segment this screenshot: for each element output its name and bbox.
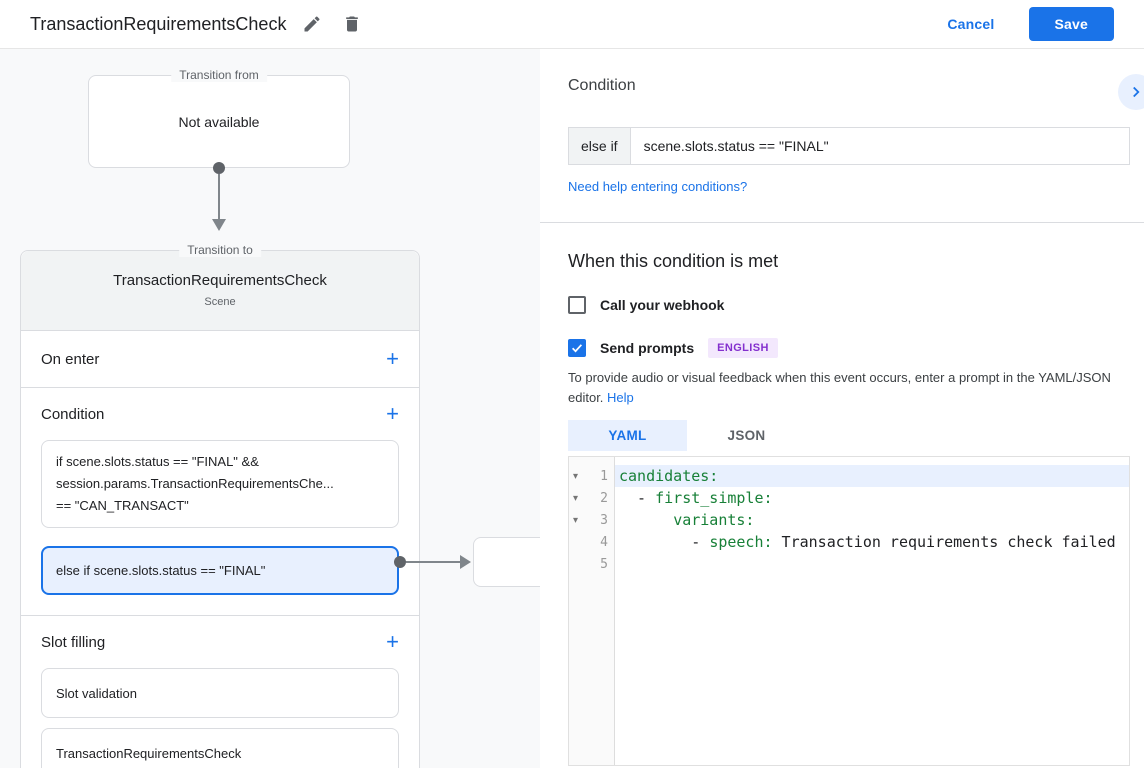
transition-target-box[interactable]: [473, 537, 540, 587]
condition-expression-row: else if: [568, 127, 1130, 165]
slot-filling-section: Slot filling + Slot validation Transacti…: [21, 616, 419, 768]
editor-code[interactable]: candidates: - first_simple: variants: - …: [615, 457, 1129, 765]
code-line[interactable]: - speech: Transaction requirements check…: [615, 531, 1129, 553]
tab-yaml[interactable]: YAML: [568, 420, 687, 451]
topbar-actions: Cancel Save: [947, 7, 1114, 41]
code-token: first_simple:: [655, 489, 773, 507]
code-token: -: [619, 489, 656, 507]
transition-to-label: Transition to: [179, 243, 261, 257]
slot-item-validation[interactable]: Slot validation: [41, 668, 399, 718]
slot-filling-title: Slot filling: [41, 633, 106, 651]
code-line[interactable]: variants:: [615, 509, 1129, 531]
code-token: speech:: [709, 533, 773, 551]
code-line[interactable]: candidates:: [615, 465, 1129, 487]
edit-scene-button[interactable]: [298, 10, 326, 38]
condition-title: Condition: [41, 405, 105, 423]
help-link[interactable]: Help: [607, 390, 634, 405]
fold-arrow-icon[interactable]: ▾: [573, 492, 579, 504]
save-button[interactable]: Save: [1028, 7, 1114, 41]
slot-item-transaction-check[interactable]: TransactionRequirementsCheck: [41, 728, 399, 768]
send-prompts-checkbox[interactable]: [568, 339, 586, 357]
scene-card-title: TransactionRequirementsCheck: [113, 272, 327, 289]
transition-from-label: Transition from: [171, 68, 267, 82]
code-token: candidates:: [619, 467, 719, 485]
editor-tabs: YAML JSON: [568, 420, 1130, 451]
add-on-enter-icon[interactable]: +: [386, 346, 399, 371]
collapse-panel-button[interactable]: [1118, 74, 1144, 110]
slot-item-label: TransactionRequirementsCheck: [56, 745, 242, 761]
condition-section: Condition + if scene.slots.status == "FI…: [21, 388, 419, 616]
send-prompts-label: Send prompts: [600, 340, 695, 356]
cancel-button[interactable]: Cancel: [947, 16, 995, 32]
fold-arrow-icon[interactable]: ▾: [573, 470, 579, 482]
call-webhook-checkbox[interactable]: [568, 296, 586, 314]
add-condition-icon[interactable]: +: [386, 401, 399, 426]
chevron-right-icon: [1133, 86, 1140, 98]
condition-item-2-line: else if scene.slots.status == "FINAL": [56, 562, 266, 578]
code-line[interactable]: - first_simple:: [615, 487, 1129, 509]
code-token: [619, 511, 673, 529]
code-token: -: [619, 533, 710, 551]
section-divider: [540, 222, 1144, 223]
conditions-help-link[interactable]: Need help entering conditions?: [568, 179, 748, 194]
page-title: TransactionRequirementsCheck: [30, 13, 287, 34]
slot-filling-header: Slot filling +: [41, 616, 399, 668]
condition-section-header: Condition +: [41, 388, 399, 440]
on-enter-title: On enter: [41, 350, 100, 368]
fold-arrow-icon[interactable]: ▾: [573, 514, 579, 526]
gutter-line: 4: [569, 531, 614, 553]
condition-item-1[interactable]: if scene.slots.status == "FINAL" && sess…: [41, 440, 399, 528]
condition-item-1-line: == "CAN_TRANSACT": [56, 498, 189, 513]
send-prompts-row: Send prompts ENGLISH: [568, 338, 1130, 358]
add-slot-icon[interactable]: +: [386, 629, 399, 654]
condition-item-2-selected[interactable]: else if scene.slots.status == "FINAL": [41, 546, 399, 595]
language-badge: ENGLISH: [708, 338, 778, 358]
condition-item-1-line: if scene.slots.status == "FINAL" &&: [56, 454, 259, 469]
gutter-line: ▾2: [569, 487, 614, 509]
topbar-left: TransactionRequirementsCheck: [30, 10, 366, 38]
line-number: 5: [600, 556, 608, 572]
webhook-row: Call your webhook: [568, 296, 1130, 314]
transition-from-content: Not available: [178, 113, 260, 130]
flow-canvas: Transition from Not available Transition…: [0, 49, 540, 768]
condition-item-1-line: session.params.TransactionRequirementsCh…: [56, 476, 334, 491]
condition-inspector-panel: Condition else if Need help entering con…: [540, 49, 1144, 768]
code-token: variants:: [673, 511, 755, 529]
on-enter-section[interactable]: On enter +: [21, 331, 419, 388]
condition-expression-input[interactable]: [629, 127, 1130, 165]
line-number: 4: [600, 534, 608, 550]
tab-json[interactable]: JSON: [727, 428, 766, 443]
prompt-description-text: To provide audio or visual feedback when…: [568, 370, 1111, 405]
line-number: 2: [600, 490, 608, 506]
delete-scene-button[interactable]: [338, 10, 366, 38]
gutter-line: ▾3: [569, 509, 614, 531]
code-token: Transaction requirements check failed: [772, 533, 1116, 551]
code-line[interactable]: [615, 553, 1129, 575]
topbar: TransactionRequirementsCheck Cancel Save: [0, 0, 1144, 49]
gutter-line: 5: [569, 553, 614, 575]
prompt-description: To provide audio or visual feedback when…: [568, 368, 1130, 408]
checkmark-icon: [572, 344, 583, 353]
gutter-line: ▾1: [569, 465, 614, 487]
call-webhook-label: Call your webhook: [600, 297, 725, 313]
when-condition-met-title: When this condition is met: [568, 251, 779, 271]
line-number: 1: [600, 468, 608, 484]
transition-from-box[interactable]: Transition from Not available: [88, 68, 350, 168]
slot-item-label: Slot validation: [56, 685, 137, 701]
scene-card-header[interactable]: TransactionRequirementsCheck Scene: [21, 251, 419, 331]
trash-icon: [346, 16, 359, 32]
line-number: 3: [600, 512, 608, 528]
scene-card-subtitle: Scene: [204, 296, 236, 308]
inspector-title: Condition: [568, 77, 636, 94]
pencil-icon: [304, 16, 320, 32]
else-if-label: else if: [568, 127, 630, 165]
scene-card: Transition to TransactionRequirementsChe…: [20, 243, 420, 768]
